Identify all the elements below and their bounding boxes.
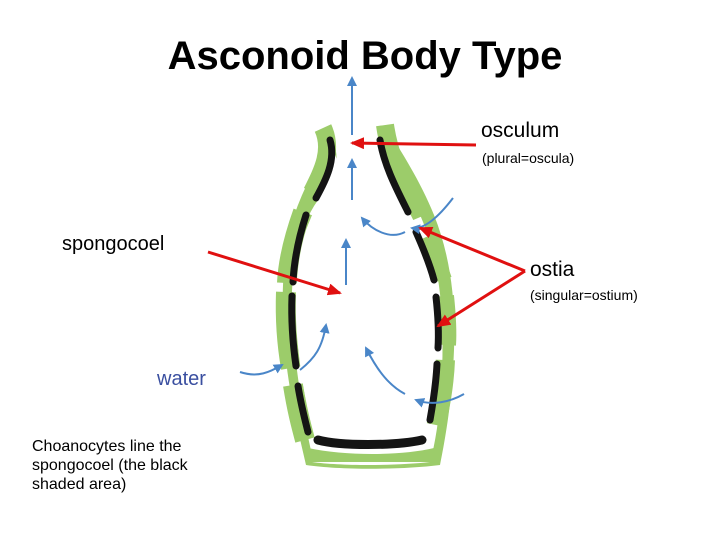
osculum-note: (plural=oscula) [482,150,574,166]
water-in-arrow-left [240,365,282,374]
ostia-label: ostia [530,258,574,282]
sponge-base [307,448,435,462]
ostia-note: (singular=ostium) [530,287,638,303]
osculum-pointer [352,143,476,145]
spongocoel-label: spongocoel [62,233,164,256]
water-label: water [157,368,206,391]
osculum-label: osculum [481,119,559,143]
choanocyte-caption: Choanocytes line the spongocoel (the bla… [32,437,222,494]
